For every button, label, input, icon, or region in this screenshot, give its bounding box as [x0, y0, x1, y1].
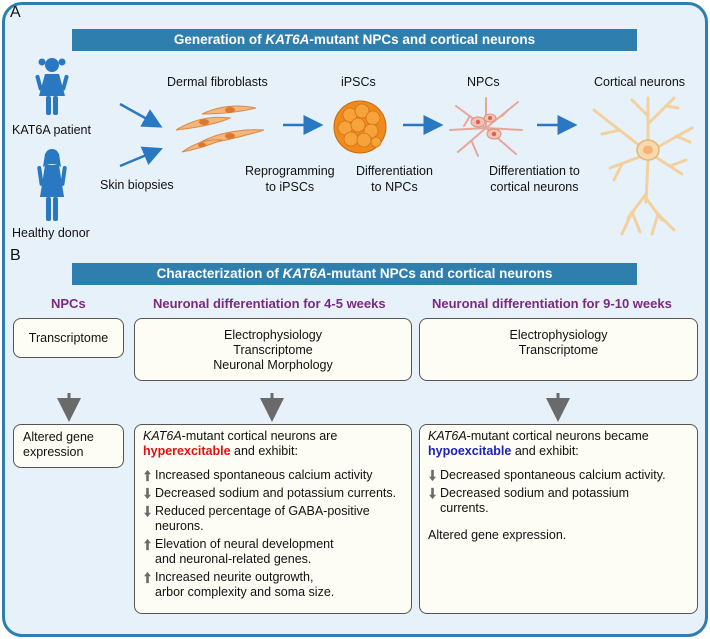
down-arrow-icon — [144, 487, 151, 500]
skin-biopsies-label: Skin biopsies — [100, 178, 174, 192]
npc-cells-image — [449, 97, 523, 157]
result-line: Altered gene — [23, 430, 94, 444]
finding-line: Elevation of neural development — [155, 537, 334, 551]
down-arrow-icon — [429, 487, 436, 500]
finding-line: Decreased spontaneous calcium activity. — [440, 468, 666, 482]
panel-a-letter: A — [10, 4, 21, 21]
up-arrow-icon — [144, 469, 151, 482]
finding-line: Decreased sodium and potassium — [440, 486, 629, 500]
finding-line: neurons. — [155, 519, 204, 533]
donor-woman-icon — [37, 149, 67, 221]
panel-b-letter: B — [10, 247, 21, 264]
finding-item-up: Elevation of neural development and neur… — [143, 537, 403, 567]
finding-line: Increased neurite outgrowth, — [155, 570, 314, 584]
down-arrow-icon — [429, 469, 436, 482]
weeks-4-5-result-box: KAT6A-mutant cortical neurons are hypere… — [134, 424, 412, 614]
down-arrow-icon — [144, 505, 151, 518]
patient-child-icon — [35, 58, 69, 115]
finding-line: Decreased sodium and potassium currents. — [155, 486, 397, 500]
healthy-donor-label: Healthy donor — [12, 226, 90, 240]
weeks-9-10-result-box: KAT6A-mutant cortical neurons became hyp… — [419, 424, 698, 614]
kat6a-patient-label: KAT6A patient — [12, 123, 91, 137]
cortical-neuron-image — [592, 96, 694, 236]
npcs-result-box: Altered gene expression — [13, 424, 124, 468]
assay-line: Transcriptome — [518, 343, 599, 357]
up-arrow-icon — [144, 571, 151, 584]
result-line: expression — [23, 445, 84, 459]
weeks-4-5-intro: KAT6A-mutant cortical neurons are — [143, 429, 338, 443]
up-arrow-icon — [144, 538, 151, 551]
finding-line: currents. — [440, 501, 489, 515]
assay-line: Electrophysiology — [509, 328, 608, 342]
finding-line: arbor complexity and soma size. — [155, 585, 335, 599]
panel-b-banner: Characterization of KAT6A-mutant NPCs an… — [72, 263, 637, 285]
npcs-assay-box: Transcriptome — [13, 318, 124, 358]
npcs-assay-text: Transcriptome — [28, 331, 109, 345]
weeks-4-5-state: hyperexcitable and exhibit: — [143, 444, 298, 458]
npcs-column-heading: NPCs — [51, 296, 86, 311]
finding-line: Increased spontaneous calcium activity — [155, 468, 373, 482]
weeks-9-10-state: hypoexcitable and exhibit: — [428, 444, 579, 458]
weeks-9-10-heading: Neuronal differentiation for 9-10 weeks — [432, 296, 672, 311]
finding-item-down: Decreased sodium and potassium currents. — [143, 486, 403, 501]
ipscs-label: iPSCs — [341, 75, 376, 89]
finding-item-up: Increased neurite outgrowth, arbor compl… — [143, 570, 403, 600]
dermal-fibroblasts-label: Dermal fibroblasts — [167, 75, 268, 89]
ipsc-cluster-image — [333, 100, 387, 154]
assay-line: Electrophysiology — [224, 328, 322, 342]
assay-line: Transcriptome — [233, 343, 313, 357]
finding-line: Reduced percentage of GABA-positive — [155, 504, 370, 518]
finding-item-up: Increased spontaneous calcium activity — [143, 468, 403, 483]
weeks-4-5-assay-box: Electrophysiology Transcriptome Neuronal… — [134, 318, 412, 381]
npcs-label: NPCs — [467, 75, 500, 89]
finding-item-down: Decreased spontaneous calcium activity. — [428, 468, 689, 483]
finding-line: and neuronal-related genes. — [155, 552, 312, 566]
weeks-4-5-heading: Neuronal differentiation for 4-5 weeks — [153, 296, 386, 311]
assay-line: Neuronal Morphology — [213, 358, 333, 372]
weeks-9-10-intro: KAT6A-mutant cortical neurons became — [428, 429, 649, 443]
cortical-neurons-label: Cortical neurons — [594, 75, 686, 89]
weeks-9-10-assay-box: Electrophysiology Transcriptome — [419, 318, 698, 381]
finding-item-down: Reduced percentage of GABA-positive neur… — [143, 504, 403, 534]
weeks-9-10-extra: Altered gene expression. — [428, 528, 567, 542]
fibroblast-cells-image — [175, 105, 265, 153]
finding-item-down: Decreased sodium and potassium currents. — [428, 486, 689, 516]
panel-a-banner: Generation of KAT6A-mutant NPCs and cort… — [72, 29, 637, 51]
